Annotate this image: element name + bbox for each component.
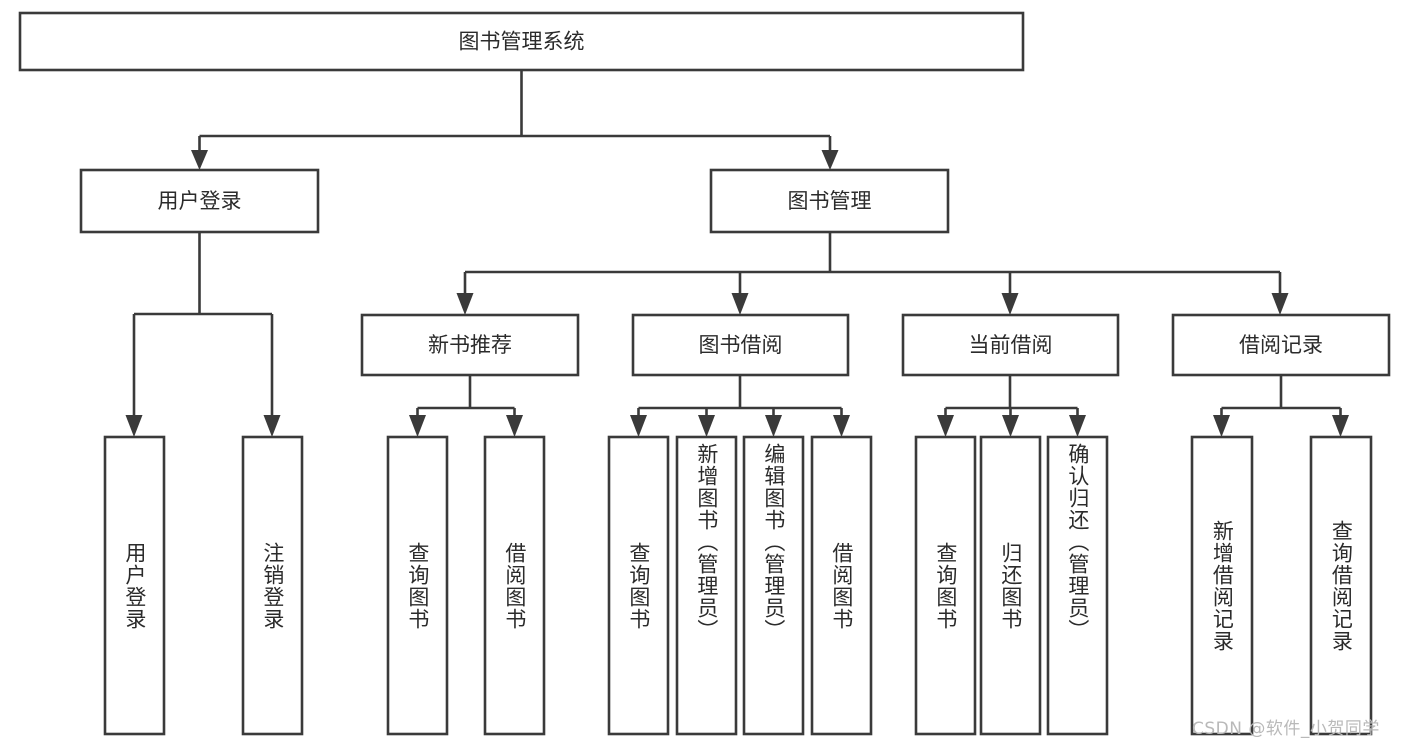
arrow-head-borrow-record [1271, 293, 1289, 315]
leaf-label-wrap-query-record: 查询借阅记录 [1311, 437, 1371, 734]
arrow-head-leaf-add-book [698, 415, 715, 437]
leaf-label-wrap-query-book-1: 查询图书 [388, 437, 447, 734]
node-book-borrow[interactable] [631, 313, 850, 377]
leaf-label-wrap-query-book-3: 查询图书 [916, 437, 975, 734]
arrow-head-leaf-add-record [1213, 415, 1230, 437]
node-leaf-borrow-book-2[interactable] [810, 435, 873, 736]
leaf-label-wrap-borrow-book-1: 借阅图书 [485, 437, 544, 734]
node-leaf-borrow-book-2-label: 借阅图书 [829, 541, 854, 630]
node-layer: 图书管理系统 用户登录 图书管理 新书推荐 图书借阅 当前借阅 借阅记录 [18, 11, 1391, 736]
arrow-head-leaf-query-record [1332, 415, 1349, 437]
arrow-head-leaf-edit-book [765, 415, 782, 437]
node-book-manage-label: 图书管理 [788, 189, 872, 213]
connector-layer [125, 70, 1349, 437]
arrow-head-book-borrow [731, 293, 749, 315]
leaf-label-wrap-add-book: 新增图书（管理员） [677, 437, 736, 734]
node-user-login[interactable] [79, 168, 320, 234]
arrow-head-user-login [191, 150, 208, 170]
node-book-manage[interactable] [709, 168, 950, 234]
node-leaf-edit-book[interactable] [742, 435, 805, 736]
arrow-head-leaf-confirm-return [1069, 415, 1086, 437]
arrow-head-current-borrow [1001, 293, 1019, 315]
csdn-watermark: CSDN @软件_小贺同学 [1192, 719, 1380, 739]
node-leaf-logout[interactable] [241, 435, 304, 736]
leaf-label-wrap-user-login: 用户登录 [105, 437, 164, 734]
leaf-label-wrap-borrow-book-2: 借阅图书 [812, 437, 871, 734]
leaf-label-wrap-confirm-return: 确认归还（管理员） [1048, 437, 1107, 734]
node-leaf-query-book-3-label: 查询图书 [933, 541, 958, 630]
node-leaf-confirm-return[interactable] [1046, 435, 1109, 736]
leaf-label-wrap-query-book-2: 查询图书 [609, 437, 668, 734]
arrow-head-book-manage [821, 150, 839, 170]
node-leaf-user-login[interactable] [103, 435, 166, 736]
node-leaf-add-record-label: 新增借阅记录 [1210, 519, 1235, 652]
arrow-head-new-book-rec [456, 293, 474, 315]
node-new-book-rec-label: 新书推荐 [428, 333, 512, 357]
leaf-label-wrap-logout: 注销登录 [243, 437, 302, 734]
node-leaf-query-book-1[interactable] [386, 435, 449, 736]
node-user-login-label: 用户登录 [158, 189, 242, 213]
node-leaf-logout-label: 注销登录 [260, 541, 285, 630]
node-leaf-query-book-3[interactable] [914, 435, 977, 736]
node-leaf-confirm-return-label: 确认归还（管理员） [1065, 443, 1090, 641]
node-leaf-query-book-2-label: 查询图书 [626, 541, 651, 630]
node-leaf-query-record[interactable] [1309, 435, 1373, 736]
arrow-head-leaf-query-book-3 [937, 415, 954, 437]
node-borrow-record-label: 借阅记录 [1239, 333, 1323, 357]
node-leaf-borrow-book-1-label: 借阅图书 [502, 541, 527, 630]
arrow-head-leaf-logout [263, 415, 281, 437]
node-root[interactable] [18, 11, 1025, 72]
node-leaf-add-book-label: 新增图书（管理员） [694, 443, 719, 641]
node-borrow-record[interactable] [1171, 313, 1391, 377]
node-root-label: 图书管理系统 [459, 30, 585, 54]
leaf-label-wrap-add-record: 新增借阅记录 [1192, 437, 1252, 734]
node-book-borrow-label: 图书借阅 [699, 333, 783, 357]
leaf-label-wrap-edit-book: 编辑图书（管理员） [744, 437, 803, 734]
node-leaf-return-book[interactable] [979, 435, 1042, 736]
node-current-borrow-label: 当前借阅 [969, 333, 1053, 357]
arrow-head-leaf-borrow-book-2 [833, 415, 850, 437]
node-leaf-query-book-2[interactable] [607, 435, 670, 736]
node-new-book-rec[interactable] [360, 313, 580, 377]
arrow-head-leaf-borrow-book-1 [506, 415, 523, 437]
node-leaf-add-record[interactable] [1190, 435, 1254, 736]
arrow-head-leaf-query-book-1 [409, 415, 426, 437]
node-leaf-query-record-label: 查询借阅记录 [1329, 519, 1354, 652]
node-leaf-add-book[interactable] [675, 435, 738, 736]
node-leaf-edit-book-label: 编辑图书（管理员） [761, 443, 786, 641]
node-leaf-borrow-book-1[interactable] [483, 435, 546, 736]
arrow-head-leaf-return-book [1002, 415, 1019, 437]
node-leaf-query-book-1-label: 查询图书 [405, 541, 430, 630]
node-leaf-return-book-label: 归还图书 [998, 541, 1023, 630]
arrow-head-leaf-query-book-2 [630, 415, 647, 437]
leaf-label-wrap-return-book: 归还图书 [981, 437, 1040, 734]
node-leaf-user-login-label: 用户登录 [122, 541, 147, 630]
node-current-borrow[interactable] [901, 313, 1120, 377]
arrow-head-leaf-user-login [125, 415, 143, 437]
